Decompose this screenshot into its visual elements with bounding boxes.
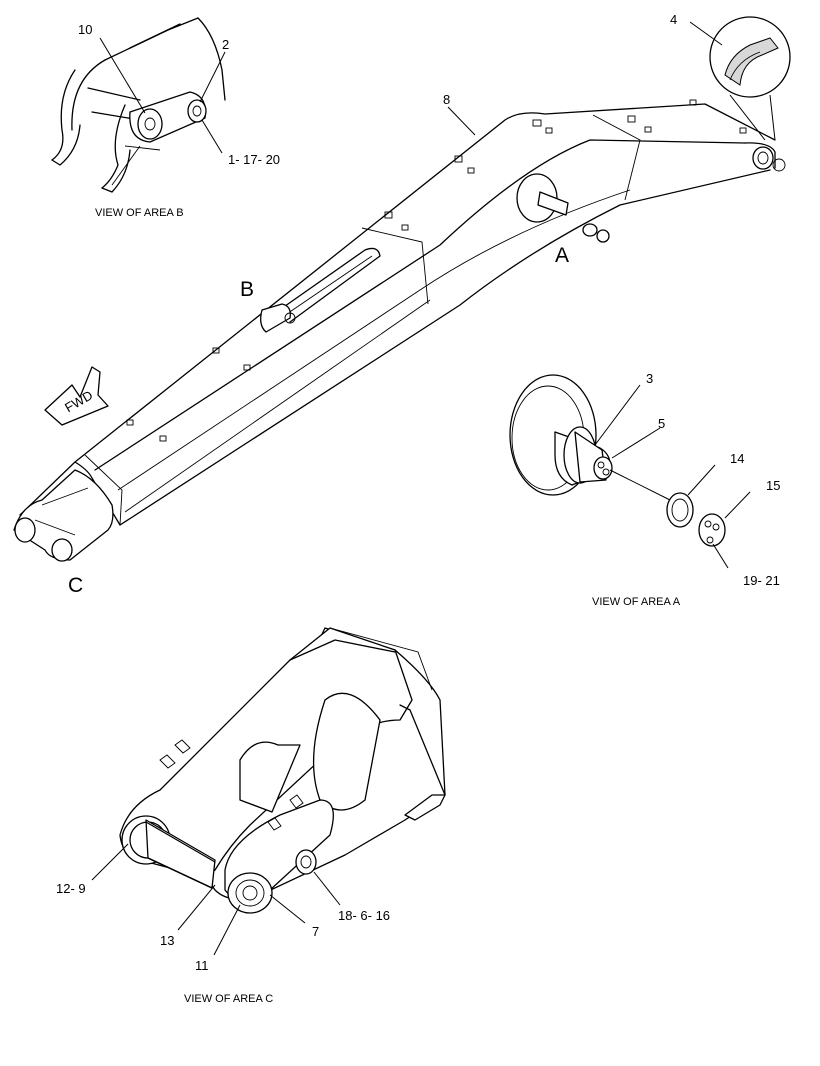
bolt-2	[187, 99, 207, 123]
pin-10	[137, 108, 163, 140]
tip-bushing	[752, 146, 774, 170]
callout-19-21: 19- 21	[743, 573, 780, 588]
area-marker-c: C	[68, 574, 83, 597]
caption-area-a: VIEW OF AREA A	[592, 596, 681, 608]
pin-11	[227, 872, 273, 914]
callout-3: 3	[646, 371, 653, 386]
pin-5	[593, 456, 613, 480]
callout-12-9: 12- 9	[56, 881, 86, 896]
callout-2: 2	[222, 37, 229, 52]
callout-labels: 10 2 1- 17- 20 8 4 3 5 14 15 19- 21 12- …	[56, 12, 780, 973]
callout-10: 10	[78, 22, 92, 37]
callout-7: 7	[312, 924, 319, 939]
detail-4-zoom	[709, 16, 791, 141]
callout-11: 11	[195, 958, 209, 973]
callout-14: 14	[730, 451, 744, 466]
callout-5: 5	[658, 416, 665, 431]
area-c-detail	[119, 627, 446, 914]
bolt-18	[295, 849, 317, 875]
stick-main: FWD	[13, 99, 786, 562]
area-b-detail	[51, 17, 226, 193]
callout-8: 8	[443, 92, 450, 107]
washer-14	[666, 492, 694, 528]
callout-18-6-16: 18- 6- 16	[338, 908, 390, 923]
callout-1-17-20: 1- 17- 20	[228, 152, 280, 167]
caption-area-b: VIEW OF AREA B	[95, 207, 184, 219]
fwd-arrow: FWD	[44, 366, 109, 426]
callout-4: 4	[670, 12, 677, 27]
plate-15	[698, 513, 726, 547]
callout-15: 15	[766, 478, 780, 493]
area-a-detail	[509, 374, 726, 547]
area-marker-b: B	[240, 278, 254, 301]
leader-lines	[91, 21, 751, 956]
caption-area-c: VIEW OF AREA C	[184, 993, 273, 1005]
area-marker-a: A	[555, 244, 569, 267]
callout-13: 13	[160, 933, 174, 948]
